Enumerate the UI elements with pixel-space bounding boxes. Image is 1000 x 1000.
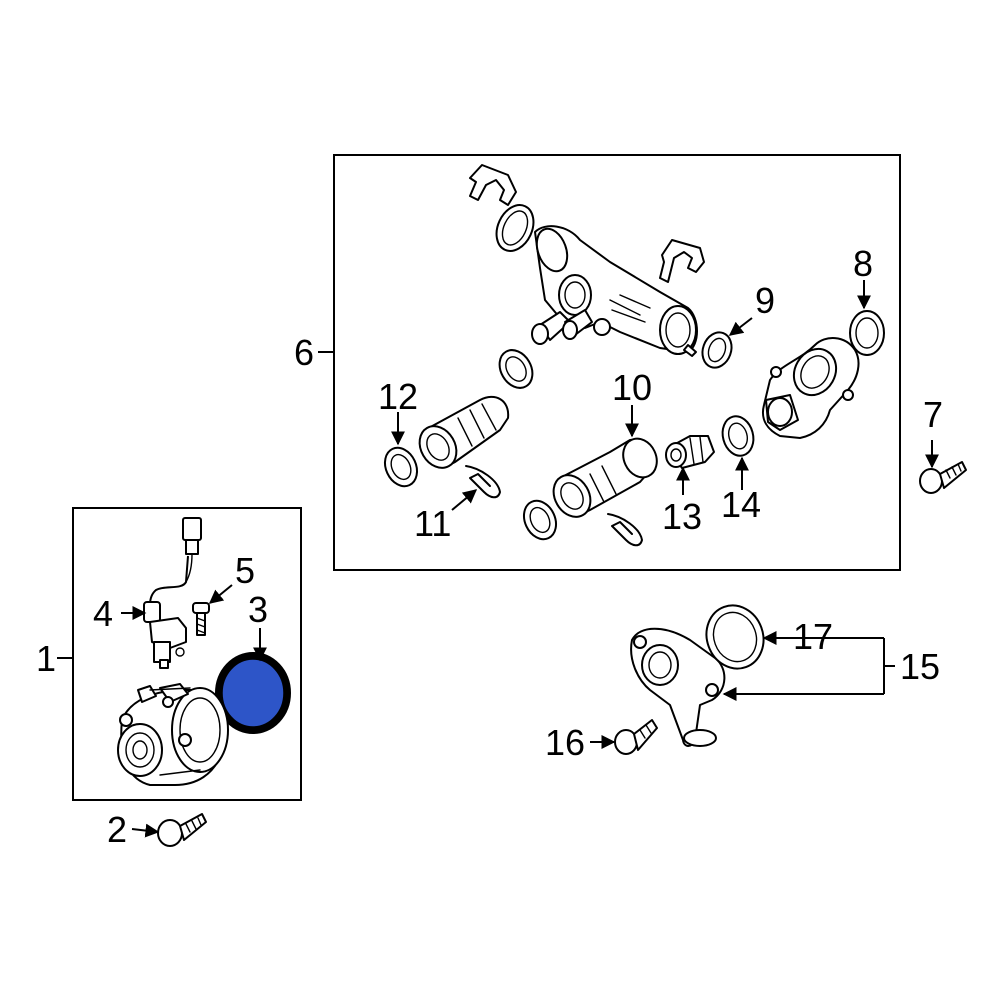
callout-2: 2: [107, 809, 127, 850]
group-box-water-pump: [72, 507, 302, 801]
callout-1: 1: [36, 638, 56, 679]
callout-8: 8: [853, 243, 873, 284]
bolt-part-7[interactable]: [919, 461, 967, 494]
o-ring-upper[interactable]: [489, 199, 540, 257]
spring-clip-part-11[interactable]: [465, 465, 501, 499]
callout-6: 6: [294, 332, 314, 373]
callout-labels: 1 2 3 4 5 6 7 8 9 10 11 12 13 14 15 16 1…: [36, 243, 943, 850]
pipe-connector-part-10[interactable]: [546, 433, 663, 523]
group-box-coolant-housing: [333, 154, 901, 571]
fitting-part-13[interactable]: [665, 435, 715, 469]
callout-15: 15: [900, 646, 940, 687]
callout-12: 12: [378, 376, 418, 417]
coolant-outlet-part-15[interactable]: [630, 627, 726, 747]
bolt-part-16[interactable]: [614, 719, 658, 755]
callout-14: 14: [721, 484, 761, 525]
callout-4: 4: [93, 593, 113, 634]
callout-9: 9: [755, 280, 775, 321]
sensor-part-4[interactable]: [143, 517, 202, 669]
callout-3: 3: [248, 589, 268, 630]
callout-16: 16: [545, 722, 585, 763]
water-pump-part-1[interactable]: [117, 683, 229, 786]
o-ring-part-8[interactable]: [849, 310, 885, 356]
o-ring-part-12[interactable]: [379, 443, 423, 492]
clip-upper-right[interactable]: [659, 239, 705, 283]
o-ring-part-14[interactable]: [718, 413, 757, 459]
callout-5: 5: [235, 550, 255, 591]
coolant-flange-housing[interactable]: [531, 225, 698, 357]
callout-10: 10: [612, 367, 652, 408]
callout-17: 17: [793, 616, 833, 657]
callout-11: 11: [414, 503, 451, 544]
leader-lines: [57, 280, 939, 838]
thermostat-housing-elbow[interactable]: [762, 337, 860, 439]
callout-13: 13: [662, 496, 702, 537]
callout-7: 7: [923, 394, 943, 435]
clip-top-left[interactable]: [469, 164, 517, 206]
bolt-part-2[interactable]: [157, 813, 207, 847]
o-ring-middle[interactable]: [493, 344, 539, 394]
bolt-part-5[interactable]: [192, 602, 210, 636]
spring-clip-lower[interactable]: [607, 513, 643, 547]
gasket-part-3-highlighted[interactable]: [215, 652, 291, 734]
pipe-connector-left[interactable]: [412, 395, 510, 475]
